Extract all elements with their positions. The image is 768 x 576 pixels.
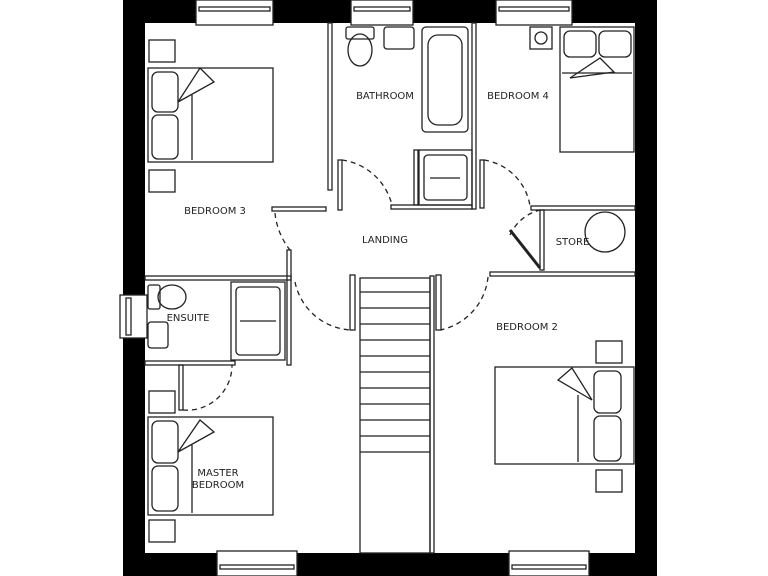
sink-icon bbox=[147, 321, 169, 349]
internal-walls bbox=[144, 22, 636, 554]
bed-bedroom2 bbox=[494, 340, 635, 493]
sink-icon bbox=[383, 26, 415, 50]
window-bathroom bbox=[350, 0, 414, 26]
room-label-bedroom2: BEDROOM 2 bbox=[496, 322, 558, 333]
window-bedroom4 bbox=[495, 0, 573, 26]
room-label-bedroom4: BEDROOM 4 bbox=[487, 91, 549, 102]
bathroom-fixtures bbox=[345, 26, 473, 206]
doors bbox=[349, 229, 542, 331]
room-label-bathroom: BATHROOM bbox=[356, 91, 414, 102]
window-bedroom2 bbox=[508, 550, 590, 576]
toilet-icon bbox=[147, 284, 161, 310]
toilet-icon bbox=[345, 26, 375, 40]
window-master bbox=[216, 550, 298, 576]
shower-tray-icon bbox=[230, 281, 286, 361]
windows bbox=[119, 0, 590, 576]
bed-bedroom4 bbox=[559, 26, 635, 153]
door-swings bbox=[182, 159, 541, 411]
window-bedroom3 bbox=[195, 0, 274, 26]
bathtub-icon bbox=[421, 26, 469, 133]
window-ensuite bbox=[119, 294, 148, 339]
bed-bedroom3 bbox=[147, 39, 274, 193]
shower-tray-icon bbox=[418, 149, 473, 206]
boiler-icon bbox=[584, 211, 626, 253]
store-fixtures bbox=[529, 26, 626, 253]
room-label-bedroom3: BEDROOM 3 bbox=[184, 206, 246, 217]
room-label-master-bedroom: MASTER BEDROOM bbox=[191, 468, 245, 491]
room-label-ensuite: ENSUITE bbox=[166, 313, 210, 324]
room-label-landing: LANDING bbox=[361, 235, 408, 246]
room-label-store: STORE bbox=[555, 237, 590, 248]
bed-master bbox=[147, 390, 274, 543]
staircase bbox=[359, 277, 431, 554]
ensuite-fixtures bbox=[147, 281, 286, 361]
